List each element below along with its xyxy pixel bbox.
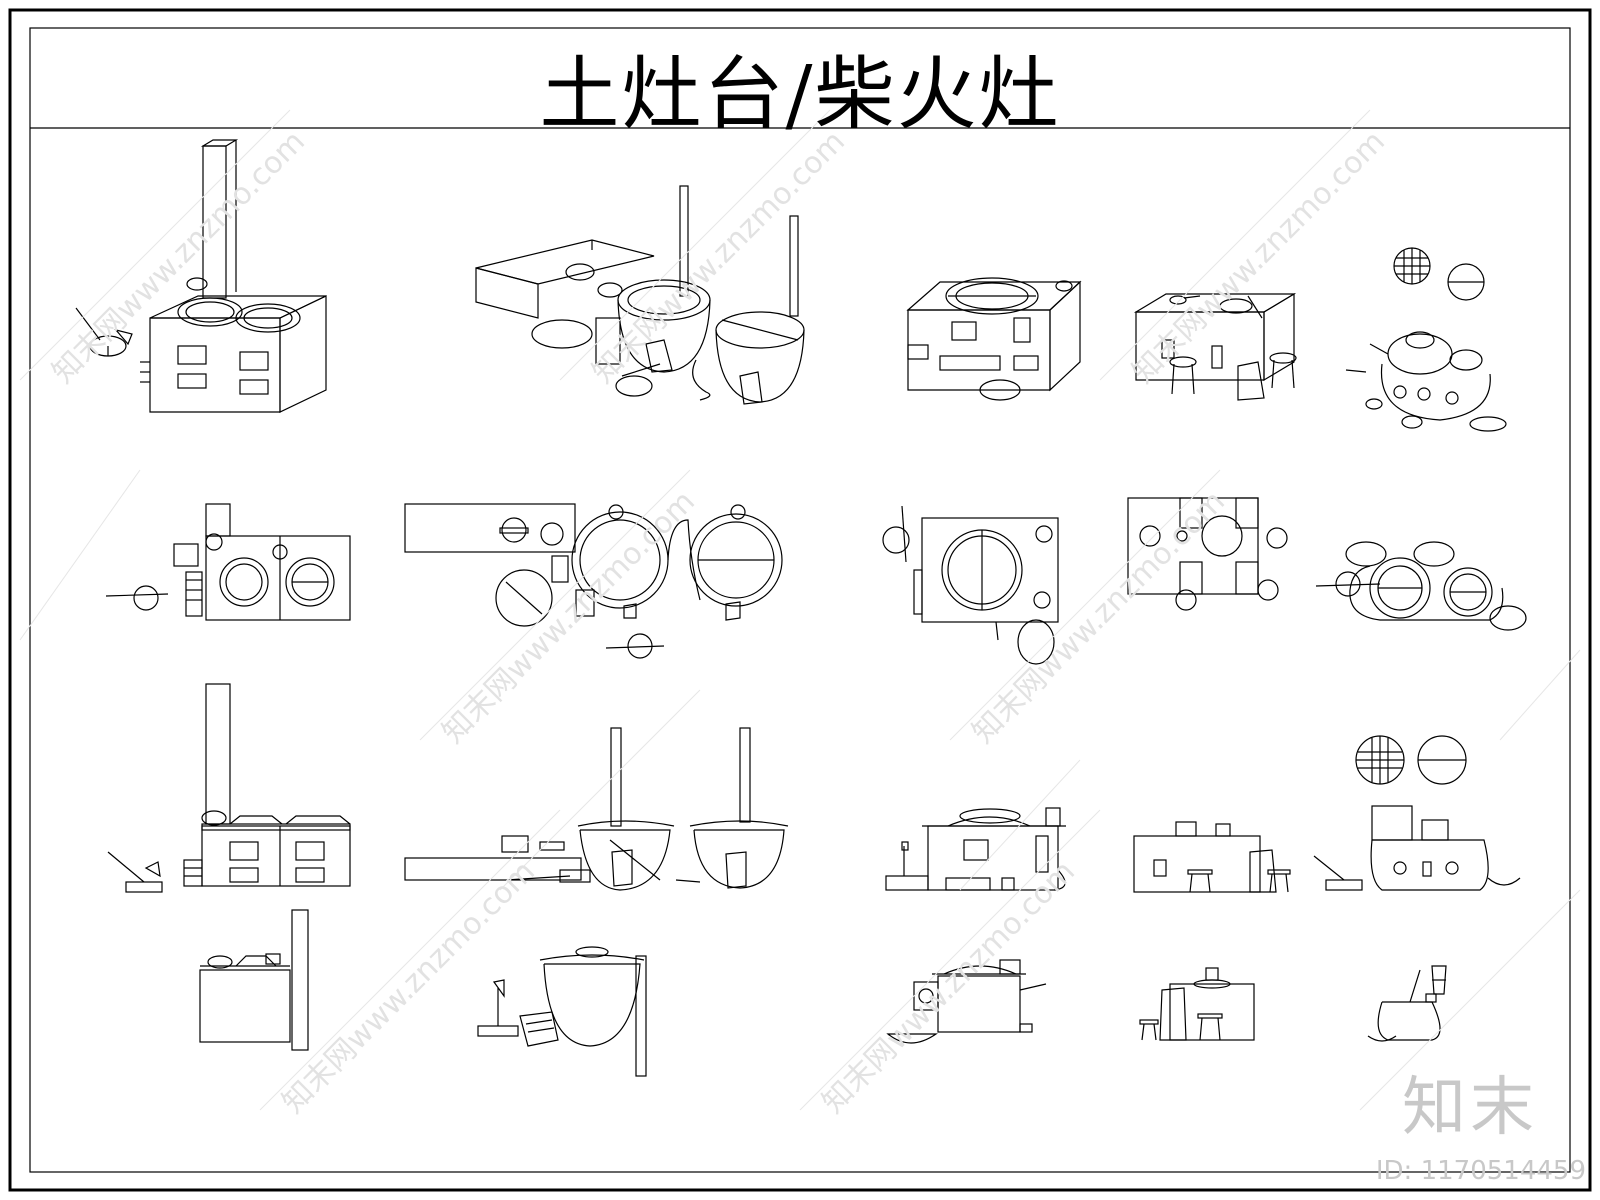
plan-stove-with-stools (1127, 497, 1288, 611)
drawing-id: ID: 1170514459 (1375, 1156, 1586, 1186)
brand-mark: 知末 (1402, 1071, 1538, 1145)
front-stove-with-stools (1133, 821, 1291, 893)
front-round-pot-stoves (404, 727, 789, 891)
side-twin-burner-stove (1367, 965, 1447, 1042)
axonometric-twin-burner-stove (1345, 247, 1507, 432)
axonometric-round-pot-stoves (475, 185, 805, 405)
plan-single-wok-stove (882, 505, 1059, 665)
inner-border (29, 27, 1571, 1173)
axonometric-single-wok-stove (906, 277, 1082, 401)
side-single-wok-stove (886, 959, 1047, 1044)
axonometric-stove-with-stools (1133, 292, 1297, 401)
front-single-wok-stove (885, 807, 1066, 891)
side-double-stove (199, 909, 309, 1051)
axonometric-double-stove (75, 139, 327, 413)
side-round-pot-stove (477, 946, 647, 1077)
front-double-stove (107, 683, 351, 893)
watermark-stripes (19, 109, 1581, 1111)
sheet-title: 土灶台/柴火灶 (539, 48, 1061, 141)
side-stove-with-stools (1139, 967, 1255, 1041)
plan-round-pot-stoves (404, 503, 783, 659)
outer-border (8, 8, 1592, 1192)
plan-double-stove (105, 503, 351, 621)
plan-twin-burner-stove (1315, 541, 1527, 631)
front-twin-burner-stove (1313, 735, 1521, 891)
